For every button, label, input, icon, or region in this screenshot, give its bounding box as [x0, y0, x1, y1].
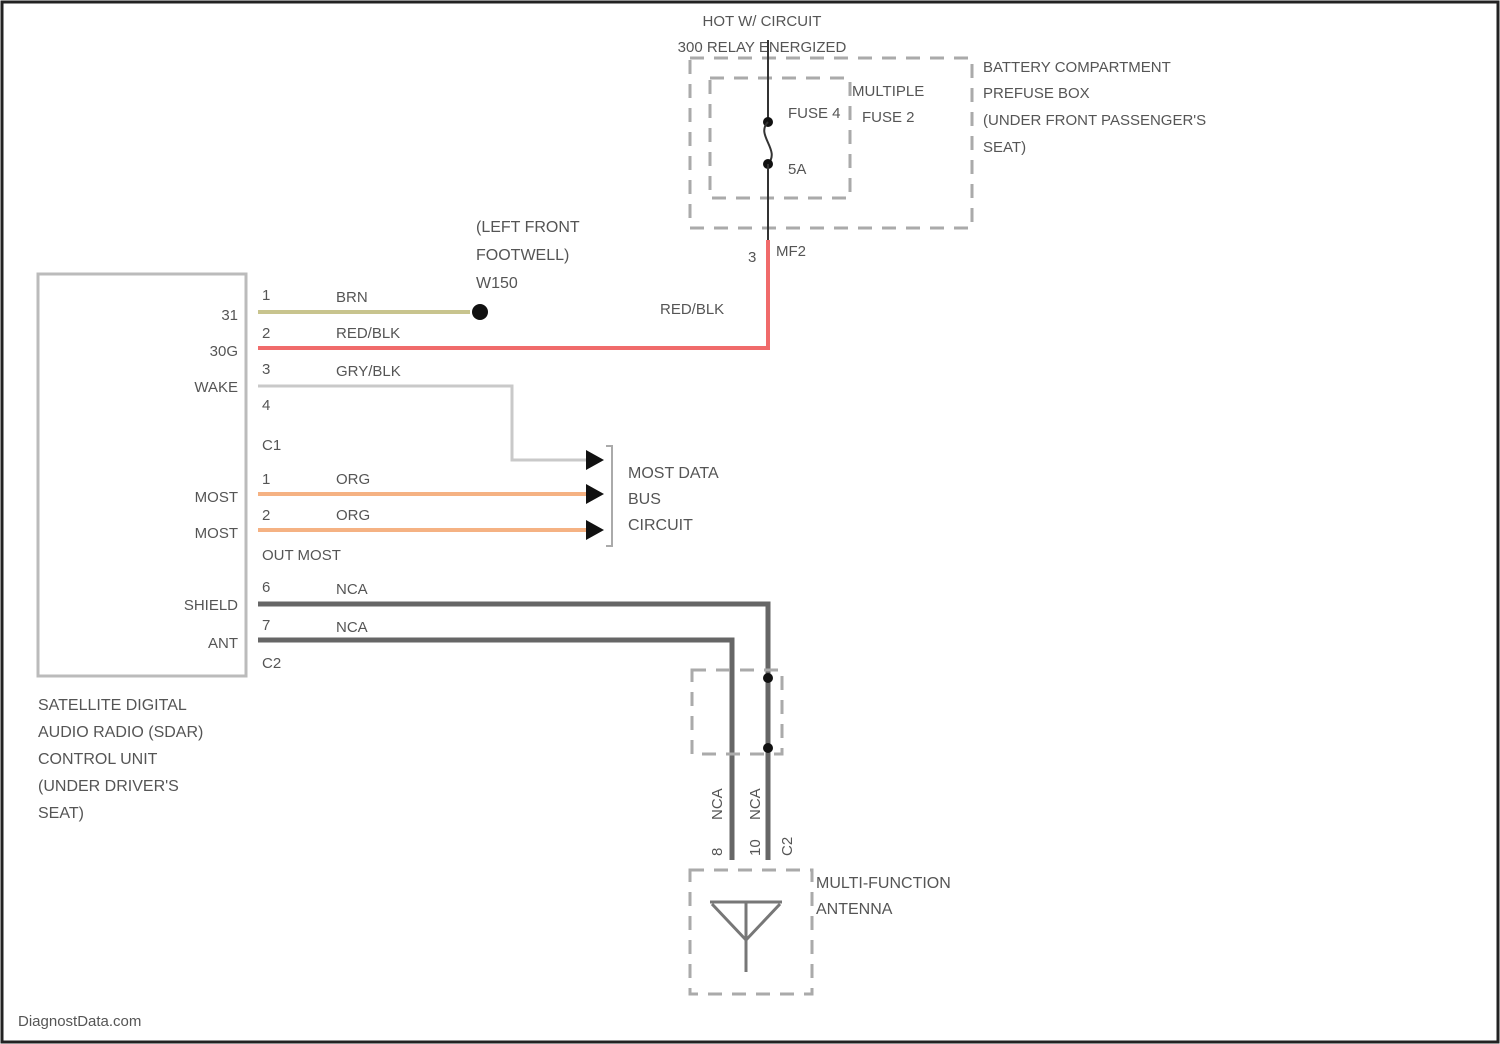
- shield-splice-top: [763, 673, 773, 683]
- sdar-label-3: CONTROL UNIT: [38, 751, 158, 768]
- connector-c1-label: C1: [262, 437, 281, 454]
- wire-nca-ant: [258, 640, 732, 860]
- fuse-element: [764, 122, 772, 164]
- most-bus-label-3: CIRCUIT: [628, 517, 693, 534]
- wire-gry-blk: [258, 386, 586, 460]
- out-most-label: OUT MOST: [262, 547, 341, 564]
- prefuse-box-label-3: (UNDER FRONT PASSENGER'S: [983, 112, 1206, 129]
- antenna-pin-left: 8: [709, 848, 726, 856]
- hot-circuit-line-2: 300 RELAY ENERGIZED: [678, 39, 847, 56]
- pin-name-30g: 30G: [210, 343, 238, 360]
- prefuse-box-outline: [690, 58, 972, 228]
- prefuse-box-label-4: SEAT): [983, 139, 1026, 156]
- wire-label-org-1: ORG: [336, 471, 370, 488]
- pin-name-ant: ANT: [208, 635, 238, 652]
- most-connector-arrow-1: [586, 450, 604, 470]
- pin-number-2: 2: [262, 325, 270, 342]
- ground-label-1: (LEFT FRONT: [476, 219, 580, 236]
- fuse-rating: 5A: [788, 161, 806, 178]
- wire-label-nca-ant: NCA: [336, 619, 368, 636]
- most-bus-label-2: BUS: [628, 491, 661, 508]
- pin-number-most-2: 2: [262, 507, 270, 524]
- antenna-wire-label-right: NCA: [747, 788, 764, 820]
- wire-label-nca-shield: NCA: [336, 581, 368, 598]
- fuse-pin-number: 3: [748, 249, 756, 266]
- ground-label-2: FOOTWELL): [476, 247, 569, 264]
- wire-label-org-2: ORG: [336, 507, 370, 524]
- sdar-control-unit-box: [38, 274, 246, 676]
- pin-name-most-out: MOST: [195, 525, 238, 542]
- ground-point: [472, 304, 488, 320]
- pin-number-6: 6: [262, 579, 270, 596]
- pin-name-wake: WAKE: [194, 379, 238, 396]
- fuse-connector-label: MF2: [776, 243, 806, 260]
- pin-number-most-1: 1: [262, 471, 270, 488]
- antenna-wire-label-left: NCA: [709, 788, 726, 820]
- pin-number-1: 1: [262, 287, 270, 304]
- multiple-fuse-label-2: FUSE 2: [862, 109, 915, 126]
- shield-splice-bottom: [763, 743, 773, 753]
- hot-circuit-line-1: HOT W/ CIRCUIT: [703, 13, 822, 30]
- antenna-label-1: MULTI-FUNCTION: [816, 875, 951, 892]
- wire-label-feed-red-blk: RED/BLK: [660, 301, 724, 318]
- most-connector-arrow-3: [586, 520, 604, 540]
- prefuse-box-label-1: BATTERY COMPARTMENT: [983, 59, 1171, 76]
- pin-number-4: 4: [262, 397, 270, 414]
- sdar-label-2: AUDIO RADIO (SDAR): [38, 724, 203, 741]
- multiple-fuse-label-1: MULTIPLE: [852, 83, 924, 100]
- fuse-label: FUSE 4: [788, 105, 841, 122]
- prefuse-box-label-2: PREFUSE BOX: [983, 85, 1090, 102]
- antenna-pin-right: 10: [747, 839, 764, 856]
- pin-name-shield: SHIELD: [184, 597, 238, 614]
- antenna-connector-label: C2: [779, 837, 796, 856]
- pin-name-most-in: MOST: [195, 489, 238, 506]
- pin-number-7: 7: [262, 617, 270, 634]
- sdar-label-5: SEAT): [38, 805, 84, 822]
- connector-c2-label: C2: [262, 655, 281, 672]
- multiple-fuse-outline: [710, 78, 850, 198]
- antenna-icon: [710, 902, 782, 972]
- antenna-label-2: ANTENNA: [816, 901, 893, 918]
- pin-name-31: 31: [221, 307, 238, 324]
- sdar-label-1: SATELLITE DIGITAL: [38, 697, 187, 714]
- sdar-label-4: (UNDER DRIVER'S: [38, 778, 179, 795]
- wire-label-gry-blk: GRY/BLK: [336, 363, 401, 380]
- antenna-outline: [690, 870, 812, 994]
- most-connector-arrow-2: [586, 484, 604, 504]
- watermark: DiagnostData.com: [18, 1013, 141, 1030]
- wire-label-brn: BRN: [336, 289, 368, 306]
- most-bus-label-1: MOST DATA: [628, 465, 719, 482]
- most-bus-bracket: [606, 446, 612, 546]
- wire-label-red-blk: RED/BLK: [336, 325, 400, 342]
- ground-label-3: W150: [476, 275, 518, 292]
- pin-number-3: 3: [262, 361, 270, 378]
